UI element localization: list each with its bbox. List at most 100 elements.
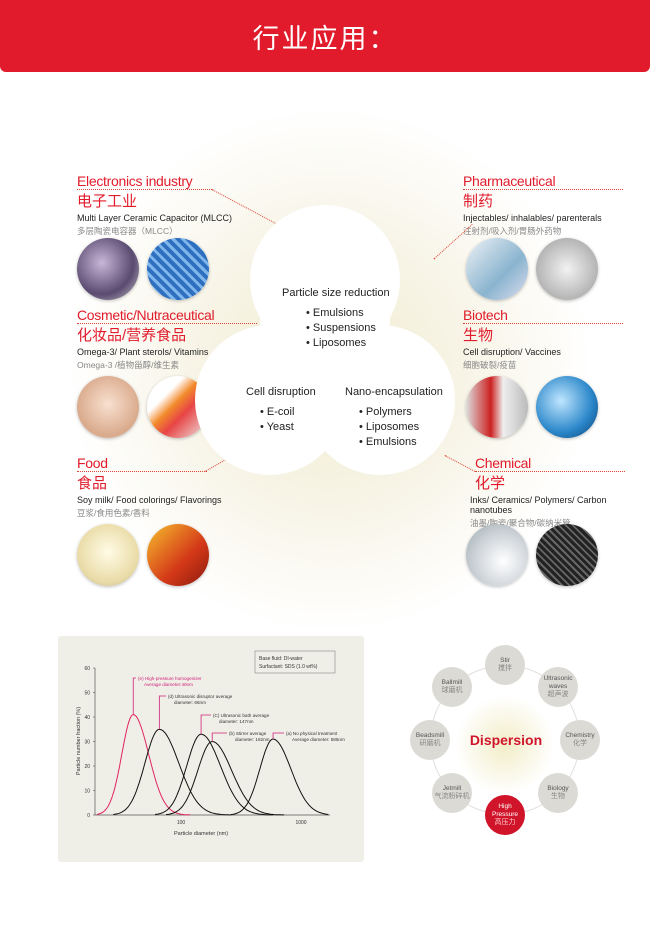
section-title-zh: 化妆品/营养食品 [77,327,187,344]
circuit-image [147,238,209,300]
divider [77,323,257,324]
drink-image [147,524,209,586]
section-chemical: Chemical 化学 Inks/ Ceramics/ Polymers/ Ca… [470,455,650,529]
lobe-particle-size: Particle size reduction EmulsionsSuspens… [282,287,390,352]
node-label: Ballmill [441,678,463,686]
node-label: Beadsmill [415,731,445,739]
annotation-label: diameter: 66nm [174,700,206,705]
ice-cream-image [77,524,139,586]
section-desc-zh: 豆浆/食用色素/香料 [77,508,150,518]
node-label: Stir [500,656,510,664]
section-title: Biotech [463,307,508,323]
legend-text: Surfactant: SDS (1.0 wt%) [259,664,318,670]
legend-text: Base fluid: DI-water [259,656,303,662]
section-desc: Omega-3/ Plant sterols/ Vitamins [77,347,209,357]
lobe-nano-encapsulation: Nano-encapsulation PolymersLiposomesEmul… [345,386,443,451]
series-line [166,740,285,816]
list-item: Polymers [359,406,443,418]
annotation-label: (e) High-pressure homogenizer [138,676,202,681]
node-label-zh: 研磨机 [419,739,441,747]
annotation-label: diameter: 182nm [235,737,270,742]
annotation-pointer [272,732,284,740]
header-banner: 行业应用： [0,0,650,72]
annotation-pointer [211,732,227,742]
divider [463,189,623,190]
section-title: Electronics industry [77,173,193,189]
annotation-label: (a) No physical treatment [286,731,338,736]
section-pharmaceutical: Pharmaceutical 制药 Injectables/ inhalable… [463,173,650,237]
list-item: Suspensions [306,322,390,334]
node-label-zh: 高压力 [494,818,516,826]
section-desc: Multi Layer Ceramic Capacitor (MLCC) [77,213,233,223]
section-biotech: Biotech 生物 Cell disruption/ Vaccines 细胞破… [463,307,650,371]
node-label-zh: 超声波 [547,690,569,698]
series-line [154,733,273,816]
center-glow [455,695,555,795]
node-label: Ultrasonic waves [543,674,573,690]
x-axis-label: Particle diameter (nm) [174,831,228,837]
y-tick-label: 0 [87,813,90,819]
section-title: Chemical [475,455,531,471]
divider [475,471,625,472]
section-desc: Injectables/ inhalables/ parenterals [463,213,602,223]
section-title: Food [77,455,108,471]
face-image [77,376,139,438]
node-label-zh: 化学 [573,739,587,747]
dispersion-label: Dispersion [469,732,543,748]
lobe-cell-disruption: Cell disruption E-coilYeast [246,386,316,436]
list-item: Liposomes [306,337,390,349]
section-title-zh: 化学 [475,475,506,492]
section-desc: Inks/ Ceramics/ Polymers/ Carbon nanotub… [470,495,607,515]
node-label: Biology [547,784,569,792]
section-desc-zh: 油墨/陶瓷/聚合物/碳纳米管 [470,518,571,528]
section-title-zh: 制药 [463,193,494,210]
section-title: Pharmaceutical [463,173,556,189]
series-line [230,738,329,815]
annotation-label: (C) Ultrasonic bath average [213,713,270,718]
test-tubes-image [466,376,528,438]
annotation-pointer [132,677,136,715]
series-line [96,713,191,816]
list-item: Liposomes [359,421,443,433]
node-label: High Pressure [491,803,518,818]
annotation-label: diameter: 147nm [219,719,254,724]
lobe-title: Particle size reduction [282,287,390,299]
x-tick-label: 100 [177,820,186,826]
section-desc-zh: 细胞破裂/疫苗 [463,360,517,370]
section-title-zh: 食品 [77,475,108,492]
syringe-image [466,238,528,300]
y-tick-label: 30 [84,740,90,746]
node-label: Chemistry [565,731,595,739]
lobe-title: Cell disruption [246,386,316,398]
wafer-image [77,238,139,300]
node-label-zh: 气流粉碎机 [434,792,470,800]
section-desc: Soy milk/ Food colorings/ Flavorings [77,495,222,505]
lobe-title: Nano-encapsulation [345,386,443,398]
y-axis-label: Particle number fraction (%) [76,707,82,775]
divider [77,471,207,472]
node-label: Jetmill [442,784,462,792]
divider [77,189,212,190]
pipette-image [466,524,528,586]
annotation-label: (d) Ultrasonic disruptor average [168,694,233,699]
node-label-zh: 搅拌 [498,664,512,672]
y-tick-label: 20 [84,764,90,770]
annotation-label: Average diameter:40nm [144,682,193,687]
list-item: E-coil [260,406,316,418]
section-desc-zh: Omega-3 /植物甾醇/维生素 [77,360,180,370]
node-label-zh: 球磨机 [441,686,463,694]
legend-box [254,650,336,674]
annotation-pointer [200,714,211,735]
list-item: Yeast [260,421,316,433]
list-item: Emulsions [359,436,443,448]
